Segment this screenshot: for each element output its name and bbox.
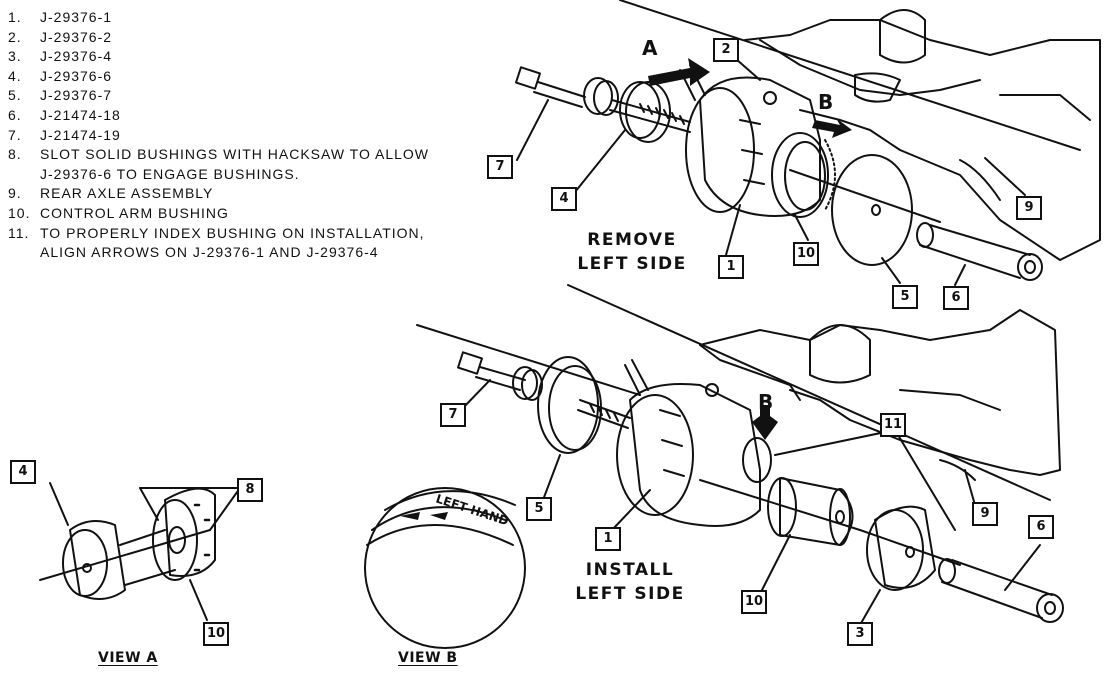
receiver-j29376-1-bottom <box>616 359 772 527</box>
tube-j21474-18-bottom <box>938 558 1064 623</box>
tube-j21474-18-top <box>916 222 1043 281</box>
nut-top <box>583 77 619 116</box>
legend-text: J-29376-4 <box>40 48 113 65</box>
arrow-b-top <box>812 118 852 138</box>
legend-number: 3. <box>8 48 22 65</box>
legend-item: 8. SLOT SOLID BUSHINGS WITH HACKSAW TO AL… <box>8 145 440 184</box>
callout-5-top: 5 <box>892 285 918 309</box>
legend-item: 9. REAR AXLE ASSEMBLY <box>8 184 440 204</box>
callout-1-top: 1 <box>718 255 744 279</box>
bolt-j21474-19-bottom <box>457 351 526 391</box>
legend-text: SLOT SOLID BUSHINGS WITH HACKSAW TO ALLO… <box>40 146 429 182</box>
install-left-side-caption: INSTALL LEFT SIDE <box>575 560 685 604</box>
callout-8-view-a: 8 <box>237 478 263 502</box>
legend-text: J-29376-6 <box>40 67 113 84</box>
legend-text: J-29376-1 <box>40 9 113 25</box>
legend-number: 5. <box>8 87 22 104</box>
legend-number: 1. <box>8 9 22 25</box>
legend-number: 8. <box>8 146 22 163</box>
legend-number: 4. <box>8 67 22 84</box>
legend-text: TO PROPERLY INDEX BUSHING ON INSTALLATIO… <box>40 224 425 261</box>
threaded-rod-bottom <box>577 399 631 429</box>
callout-5-bottom: 5 <box>526 497 552 521</box>
view-b-illustration <box>364 487 526 649</box>
callout-7-top: 7 <box>487 155 513 179</box>
legend-number: 10. <box>8 204 31 221</box>
legend-item: 11. TO PROPERLY INDEX BUSHING ON INSTALLA… <box>8 224 440 263</box>
nut-bottom <box>512 366 543 401</box>
plate-j29376-7-top <box>789 154 941 266</box>
arrow-b-bottom <box>752 405 778 440</box>
washer-j29376-6-top <box>619 81 671 143</box>
callout-4-view-a: 4 <box>10 460 36 484</box>
legend-text: J-29376-2 <box>40 28 113 45</box>
callout-9-bottom: 9 <box>972 502 998 526</box>
callout-10-bottom: 10 <box>741 590 768 614</box>
callout-6-bottom: 6 <box>1028 515 1054 539</box>
legend-item: 4. J-29376-6 <box>8 67 440 87</box>
callout-10-view-a: 10 <box>203 622 230 646</box>
arrow-b-letter-top: B <box>818 90 834 114</box>
bushing-in-housing-top <box>771 132 836 218</box>
view-a-label: VIEW A <box>98 650 158 666</box>
arrow-a <box>648 58 710 86</box>
callout-1-bottom: 1 <box>595 527 621 551</box>
callout-7-bottom: 7 <box>440 403 466 427</box>
legend-text: REAR AXLE ASSEMBLY <box>40 185 214 202</box>
legend-text: J-21474-19 <box>40 126 121 143</box>
legend-item: 10. CONTROL ARM BUSHING <box>8 204 440 224</box>
receiver-j29376-1-top <box>679 64 821 217</box>
callout-4-top: 4 <box>551 187 577 211</box>
legend-item: 7. J-21474-19 <box>8 126 440 146</box>
legend-item: 5. J-29376-7 <box>8 86 440 106</box>
threaded-rod-top <box>609 99 691 133</box>
parts-legend: 1. J-29376-1 2. J-29376-2 3. J-29376-4 4. J-293… <box>8 8 440 263</box>
arrow-a-letter: A <box>642 36 658 60</box>
callout-10-top: 10 <box>793 242 820 266</box>
bolt-j21474-19-top <box>515 66 586 108</box>
remove-left-side-caption: REMOVE LEFT SIDE <box>577 230 687 274</box>
legend-item: 6. J-21474-18 <box>8 106 440 126</box>
view-a-illustration <box>39 487 216 600</box>
axle-housing-bottom <box>416 284 1061 501</box>
legend-text: CONTROL ARM BUSHING <box>40 204 229 221</box>
legend-number: 6. <box>8 106 22 123</box>
callout-11-bottom: 11 <box>880 413 907 437</box>
legend-number: 7. <box>8 126 22 143</box>
legend-item: 2. J-29376-2 <box>8 28 440 48</box>
legend-item: 3. J-29376-4 <box>8 47 440 67</box>
legend-text: J-21474-18 <box>40 106 121 123</box>
legend-item: 1. J-29376-1 <box>8 8 440 28</box>
callout-3-bottom: 3 <box>847 622 873 646</box>
callout-6-top: 6 <box>943 286 969 310</box>
legend-number: 2. <box>8 28 22 45</box>
callout-9-top: 9 <box>1016 196 1042 220</box>
axle-housing-top <box>619 0 1101 261</box>
callout-2-top: 2 <box>713 38 739 62</box>
legend-number: 9. <box>8 185 22 202</box>
bushing-j10-bottom <box>699 477 861 546</box>
view-b-arrow-mark <box>400 512 448 520</box>
view-b-label: VIEW B <box>398 650 458 666</box>
cup-j29376-4-bottom <box>859 505 961 591</box>
arrow-b-letter-bottom: B <box>758 390 774 414</box>
legend-text: J-29376-7 <box>40 87 113 104</box>
legend-number: 11. <box>8 224 30 241</box>
